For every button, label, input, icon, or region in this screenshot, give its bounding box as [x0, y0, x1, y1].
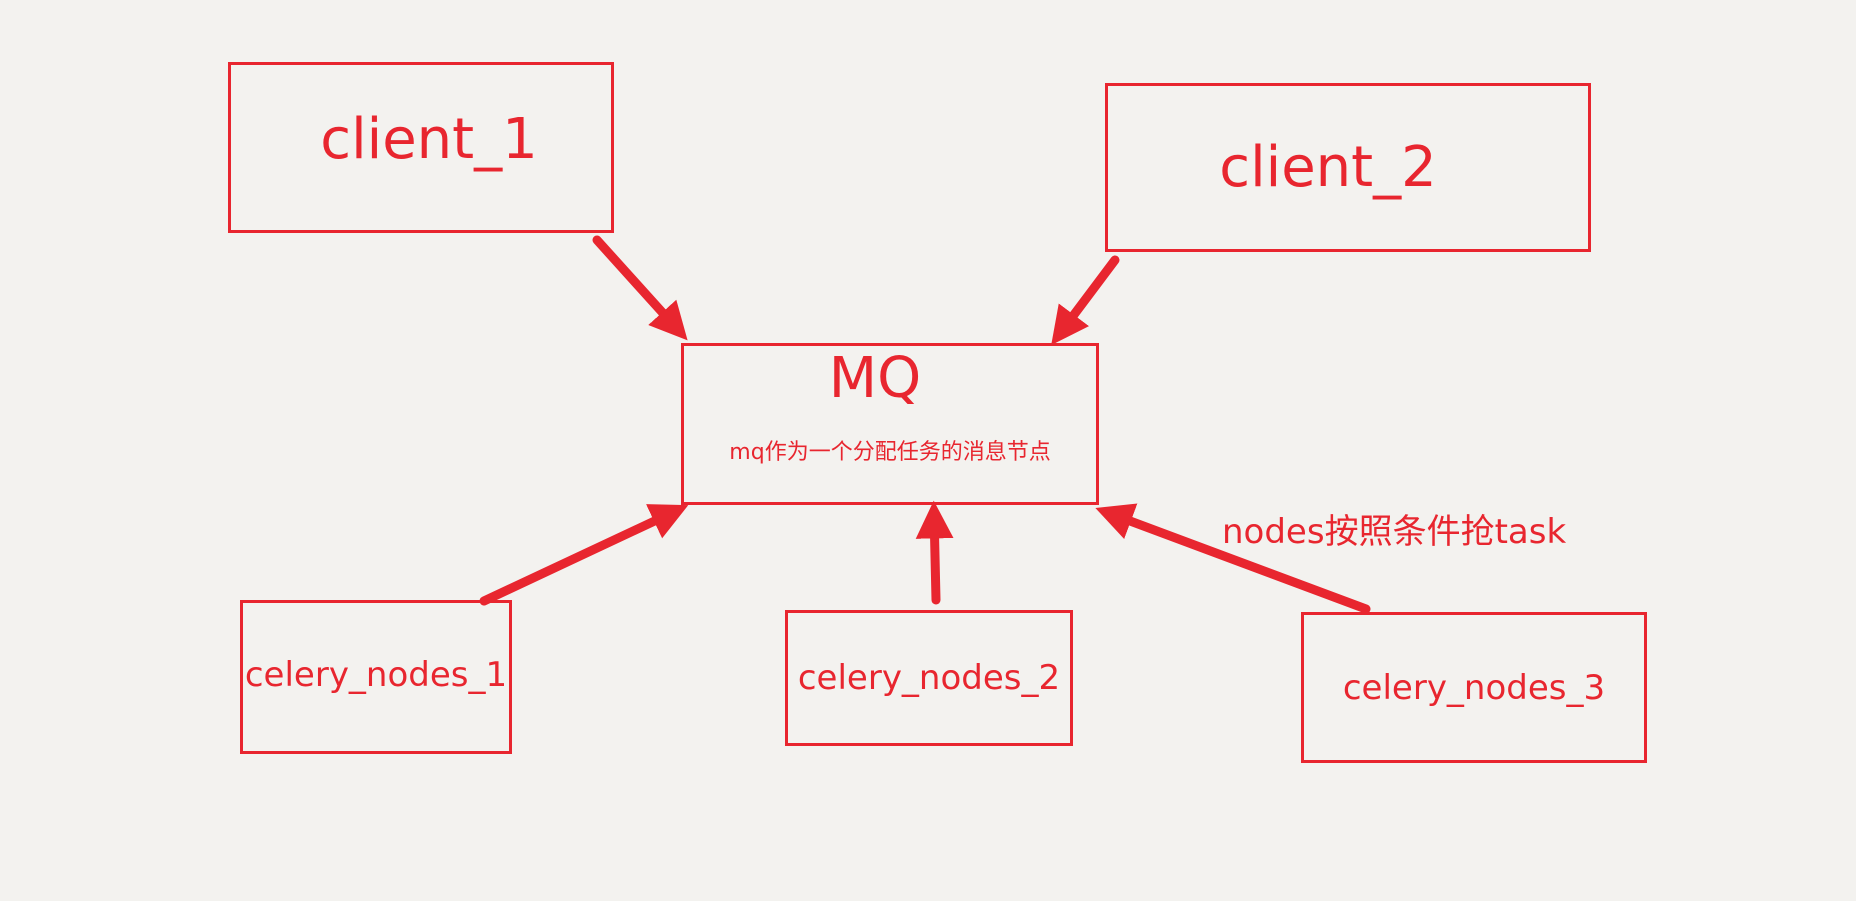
celery-node-2-label: celery_nodes_2	[797, 658, 1061, 698]
celery-node-3-box: celery_nodes_3	[1301, 612, 1647, 763]
annotation-label: nodes按照条件抢task	[1222, 512, 1567, 552]
client-2-box: client_2	[1105, 83, 1591, 252]
arrow-node2-to-mq	[915, 500, 954, 605]
mq-box: MQ mq作为一个分配任务的消息节点	[681, 343, 1099, 505]
celery-node-3-label: celery_nodes_3	[1342, 667, 1606, 708]
mq-subtitle: mq作为一个分配任务的消息节点	[729, 440, 1051, 465]
arrow-client2-to-mq	[1051, 255, 1120, 346]
client-1-label: client_1	[320, 107, 538, 172]
celery-node-2-box: celery_nodes_2	[785, 610, 1073, 746]
celery-node-1-label: celery_nodes_1	[244, 655, 508, 695]
mq-title: MQ	[828, 346, 922, 411]
arrow-client1-to-mq	[592, 235, 688, 341]
arrow-node1-to-mq	[479, 504, 689, 606]
client-1-box: client_1	[228, 62, 614, 233]
celery-node-1-box: celery_nodes_1	[240, 600, 512, 754]
client-2-label: client_2	[1219, 135, 1437, 200]
